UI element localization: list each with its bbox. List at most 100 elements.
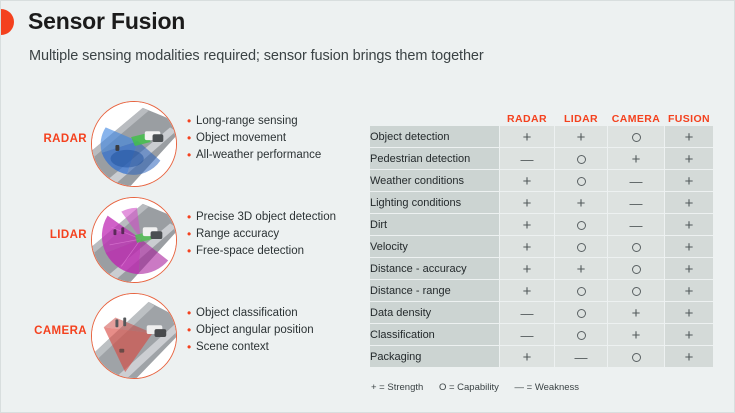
strength-plus-icon: + (576, 195, 586, 213)
sensor-bullets-radar: Long-range sensing Object movement All-w… (187, 113, 321, 164)
capability-circle-icon (576, 287, 586, 297)
table-row: Weather conditions + — + (370, 170, 713, 191)
legend-weakness: — = Weakness (514, 382, 580, 393)
list-item: Precise 3D object detection (187, 209, 336, 226)
cell-fusion: + (665, 170, 713, 191)
cell-fusion: + (665, 148, 713, 169)
strength-plus-icon: + (684, 129, 694, 147)
cell-radar: + (500, 214, 554, 235)
list-item: Free-space detection (187, 243, 336, 260)
table-row: Velocity++ (370, 236, 713, 257)
row-label-cell: Pedestrian detection (370, 148, 499, 169)
row-label-cell: Dirt (370, 214, 499, 235)
list-item: Object angular position (187, 322, 314, 339)
table-row: Dirt + — + (370, 214, 713, 235)
cell-radar: + (500, 126, 554, 147)
list-item: Object classification (187, 305, 314, 322)
row-label-cell: Packaging (370, 346, 499, 367)
capability-circle-icon (576, 309, 586, 319)
strength-plus-icon: + (522, 173, 532, 191)
strength-plus-icon: + (576, 261, 586, 279)
strength-plus-icon: + (684, 239, 694, 257)
cell-lidar (555, 280, 607, 301)
strength-plus-icon: + (522, 217, 532, 235)
capability-circle-icon (631, 243, 641, 253)
cell-lidar: — (555, 346, 607, 367)
weakness-minus-icon: — (629, 218, 643, 234)
cell-camera (608, 258, 664, 279)
list-item: All-weather performance (187, 147, 321, 164)
strength-plus-icon: + (522, 239, 532, 257)
table-corner-cell (370, 105, 499, 125)
capability-circle-icon (576, 221, 586, 231)
cell-camera: + (608, 324, 664, 345)
cell-fusion: + (665, 258, 713, 279)
capability-table: RADAR LIDAR CAMERA FUSION Object detecti… (369, 104, 714, 368)
weakness-minus-icon: — (520, 328, 534, 344)
cell-lidar: + (555, 126, 607, 147)
capability-circle-icon (631, 287, 641, 297)
lidar-cone-thumbnail (91, 197, 177, 283)
strength-plus-icon: + (522, 129, 532, 147)
cell-fusion: + (665, 126, 713, 147)
sensor-label-radar: RADAR (43, 133, 87, 145)
radar-cone-thumbnail (91, 101, 177, 187)
cell-radar: — (500, 324, 554, 345)
strength-plus-icon: + (522, 195, 532, 213)
strength-plus-icon: + (684, 173, 694, 191)
table-row: Packaging+—+ (370, 346, 713, 367)
cell-radar: — (500, 302, 554, 323)
list-item: Long-range sensing (187, 113, 321, 130)
strength-plus-icon: + (631, 305, 641, 323)
legend-strength: + = Strength (371, 382, 424, 393)
cell-fusion: + (665, 302, 713, 323)
column-header-lidar: LIDAR (563, 113, 599, 125)
column-header-fusion: FUSION (667, 113, 711, 125)
accent-halfcircle-decoration (1, 9, 14, 35)
sensor-label-lidar: LIDAR (49, 229, 87, 241)
cell-lidar (555, 302, 607, 323)
table-row: Distance - range++ (370, 280, 713, 301)
row-label-cell: Weather conditions (370, 170, 499, 191)
cell-radar: + (500, 236, 554, 257)
row-label-cell: Distance - accuracy (370, 258, 499, 279)
capability-circle-icon (576, 155, 586, 165)
cell-lidar (555, 236, 607, 257)
row-label-cell: Lighting conditions (370, 192, 499, 213)
strength-plus-icon: + (684, 327, 694, 345)
cell-radar: + (500, 280, 554, 301)
weakness-minus-icon: — (629, 174, 643, 190)
cell-camera (608, 126, 664, 147)
table-legend: + = Strength O = Capability — = Weakness (371, 382, 592, 393)
row-label-cell: Classification (370, 324, 499, 345)
table-header-row: RADAR LIDAR CAMERA FUSION (370, 105, 713, 125)
strength-plus-icon: + (576, 129, 586, 147)
camera-cone-thumbnail (91, 293, 177, 379)
cell-camera: — (608, 170, 664, 191)
cell-fusion: + (665, 236, 713, 257)
cell-radar: — (500, 148, 554, 169)
strength-plus-icon: + (631, 151, 641, 169)
cell-camera: + (608, 302, 664, 323)
cell-fusion: + (665, 280, 713, 301)
cell-camera: — (608, 192, 664, 213)
legend-capability: O = Capability (438, 382, 499, 393)
list-item: Object movement (187, 130, 321, 147)
cell-lidar: + (555, 258, 607, 279)
strength-plus-icon: + (684, 217, 694, 235)
column-header-radar: RADAR (507, 113, 547, 125)
strength-plus-icon: + (522, 349, 532, 367)
strength-plus-icon: + (684, 305, 694, 323)
sensor-label-camera: CAMERA (34, 325, 87, 337)
column-header-camera: CAMERA (611, 113, 661, 125)
row-label-cell: Object detection (370, 126, 499, 147)
strength-plus-icon: + (684, 261, 694, 279)
capability-circle-icon (631, 133, 641, 143)
weakness-minus-icon: — (574, 350, 588, 366)
cell-radar: + (500, 258, 554, 279)
cell-fusion: + (665, 324, 713, 345)
cell-radar: + (500, 192, 554, 213)
cell-lidar (555, 148, 607, 169)
cell-lidar (555, 170, 607, 191)
